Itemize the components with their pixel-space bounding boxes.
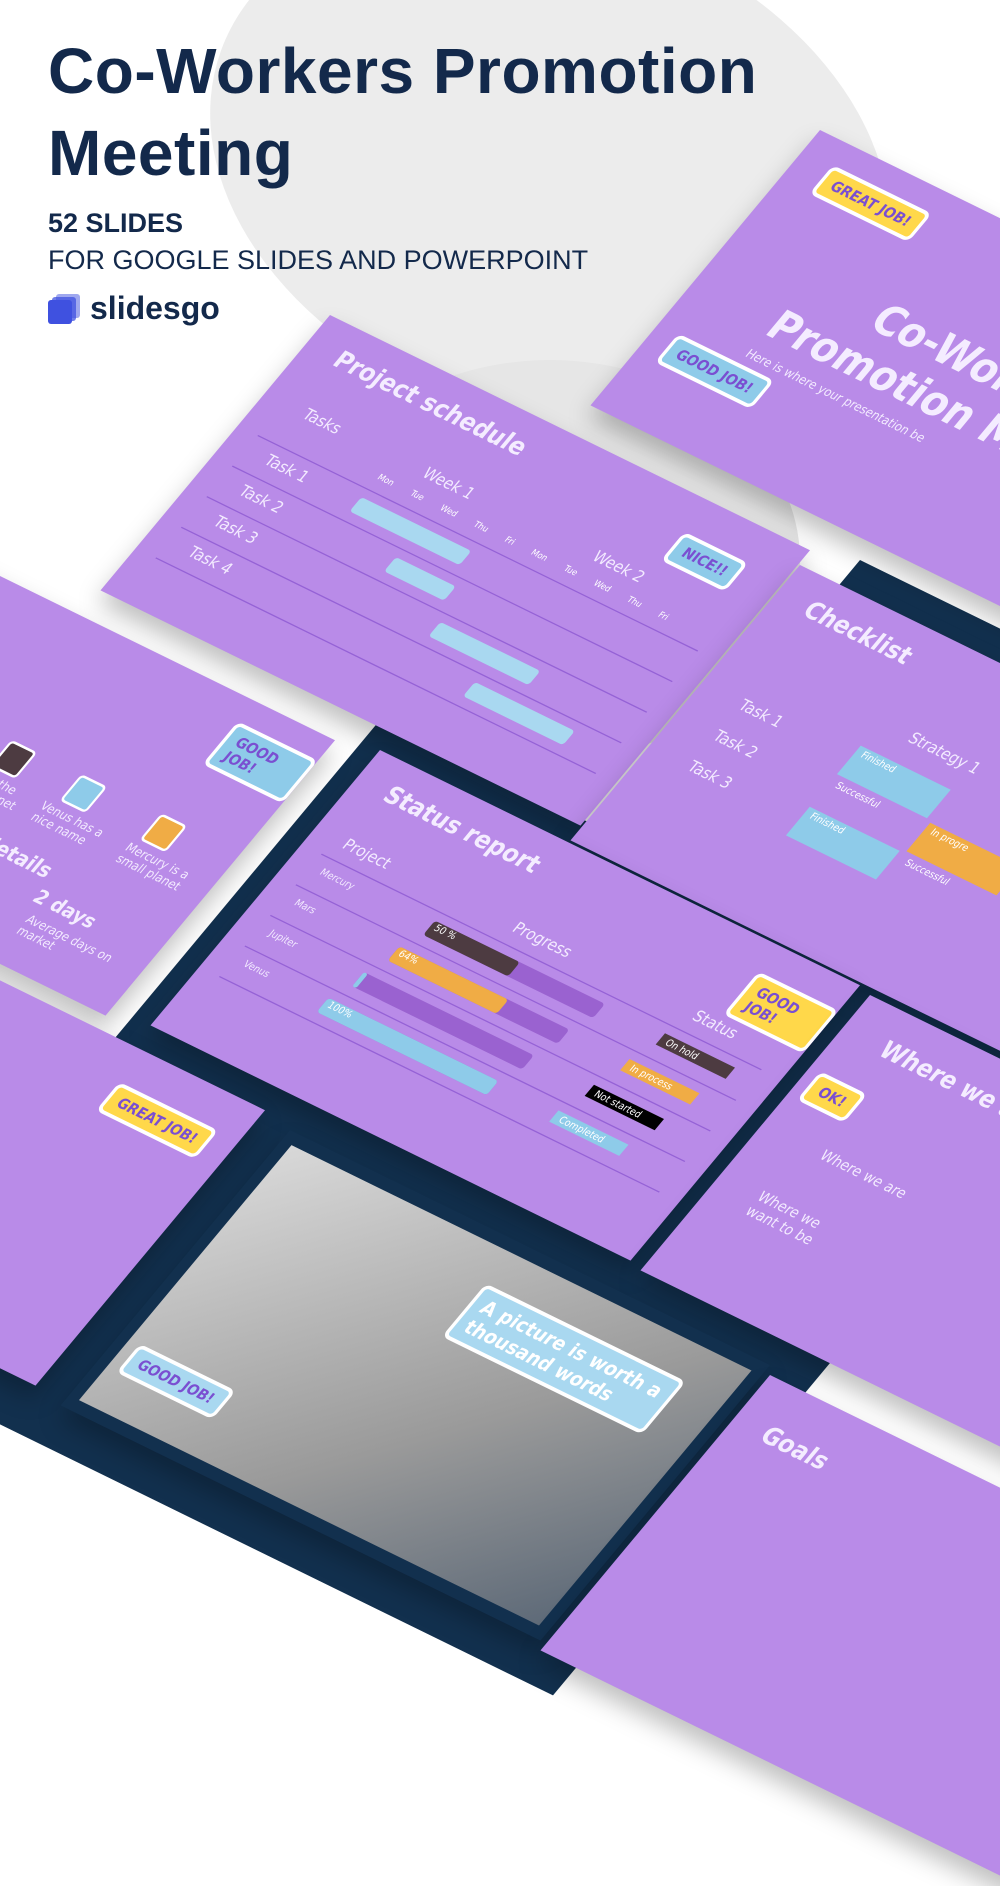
tasks-header: Tasks: [298, 406, 346, 438]
progress-header: Progress: [508, 919, 576, 961]
good-job-flag-sticker: GOOD JOB!: [655, 334, 774, 409]
project-name: Jupiter: [266, 928, 300, 950]
grid-line: [295, 884, 736, 1101]
task: Task 2: [708, 727, 761, 762]
day: Thu: [625, 595, 645, 610]
task-bar: [384, 557, 456, 601]
grid-line: [257, 435, 698, 652]
task: Task 3: [683, 758, 736, 793]
where-row1: Where we are: [816, 1147, 911, 1202]
strategy-header: Strategy 1: [904, 730, 985, 779]
day: Mon: [529, 548, 551, 563]
nice-sticker: NICE!!: [661, 532, 749, 592]
day: Mon: [375, 473, 397, 488]
color-swatch: [0, 740, 37, 779]
ok-sticker: OK!: [797, 1071, 868, 1123]
project-name: Mars: [292, 897, 319, 916]
day: Tue: [561, 564, 580, 578]
color-swatch: [139, 813, 187, 852]
status-tag: Completed: [549, 1110, 628, 1156]
project-header: Project: [338, 836, 395, 873]
day: Thu: [471, 520, 491, 535]
day: Fri: [656, 610, 671, 622]
good-job-flag-sticker: GOOD JOB!: [202, 721, 318, 803]
day: Wed: [591, 578, 613, 594]
subtitle: FOR GOOGLE SLIDES AND POWERPOINT: [48, 245, 757, 276]
project-name: Mercury: [317, 867, 357, 892]
day: Wed: [438, 503, 460, 519]
task: Task 1: [734, 697, 787, 732]
title-line2: Meeting: [48, 117, 293, 189]
color-swatch: [59, 774, 107, 813]
status-tag: Not started: [585, 1085, 664, 1131]
brand-name: slidesgo: [90, 290, 220, 327]
brand: slidesgo: [48, 290, 757, 327]
slidesgo-logo-icon: [48, 294, 82, 324]
project-name: Venus: [241, 959, 273, 980]
title-line1: Co-Workers Promotion: [48, 35, 757, 107]
day: Fri: [502, 535, 517, 547]
goals-title: Goals: [754, 1420, 837, 1475]
day: Tue: [408, 489, 427, 503]
status-tag: In process: [620, 1059, 699, 1105]
grid-line: [232, 466, 673, 683]
slide-count: 52 SLIDES: [48, 208, 757, 239]
where-row2: Where we want to be: [742, 1188, 846, 1256]
great-job-sticker: GREAT JOB!: [809, 165, 932, 242]
where-title: Where we ar: [873, 1035, 1000, 1129]
great-job-sticker: GREAT JOB!: [96, 1082, 219, 1159]
progress-fill: [352, 972, 368, 988]
